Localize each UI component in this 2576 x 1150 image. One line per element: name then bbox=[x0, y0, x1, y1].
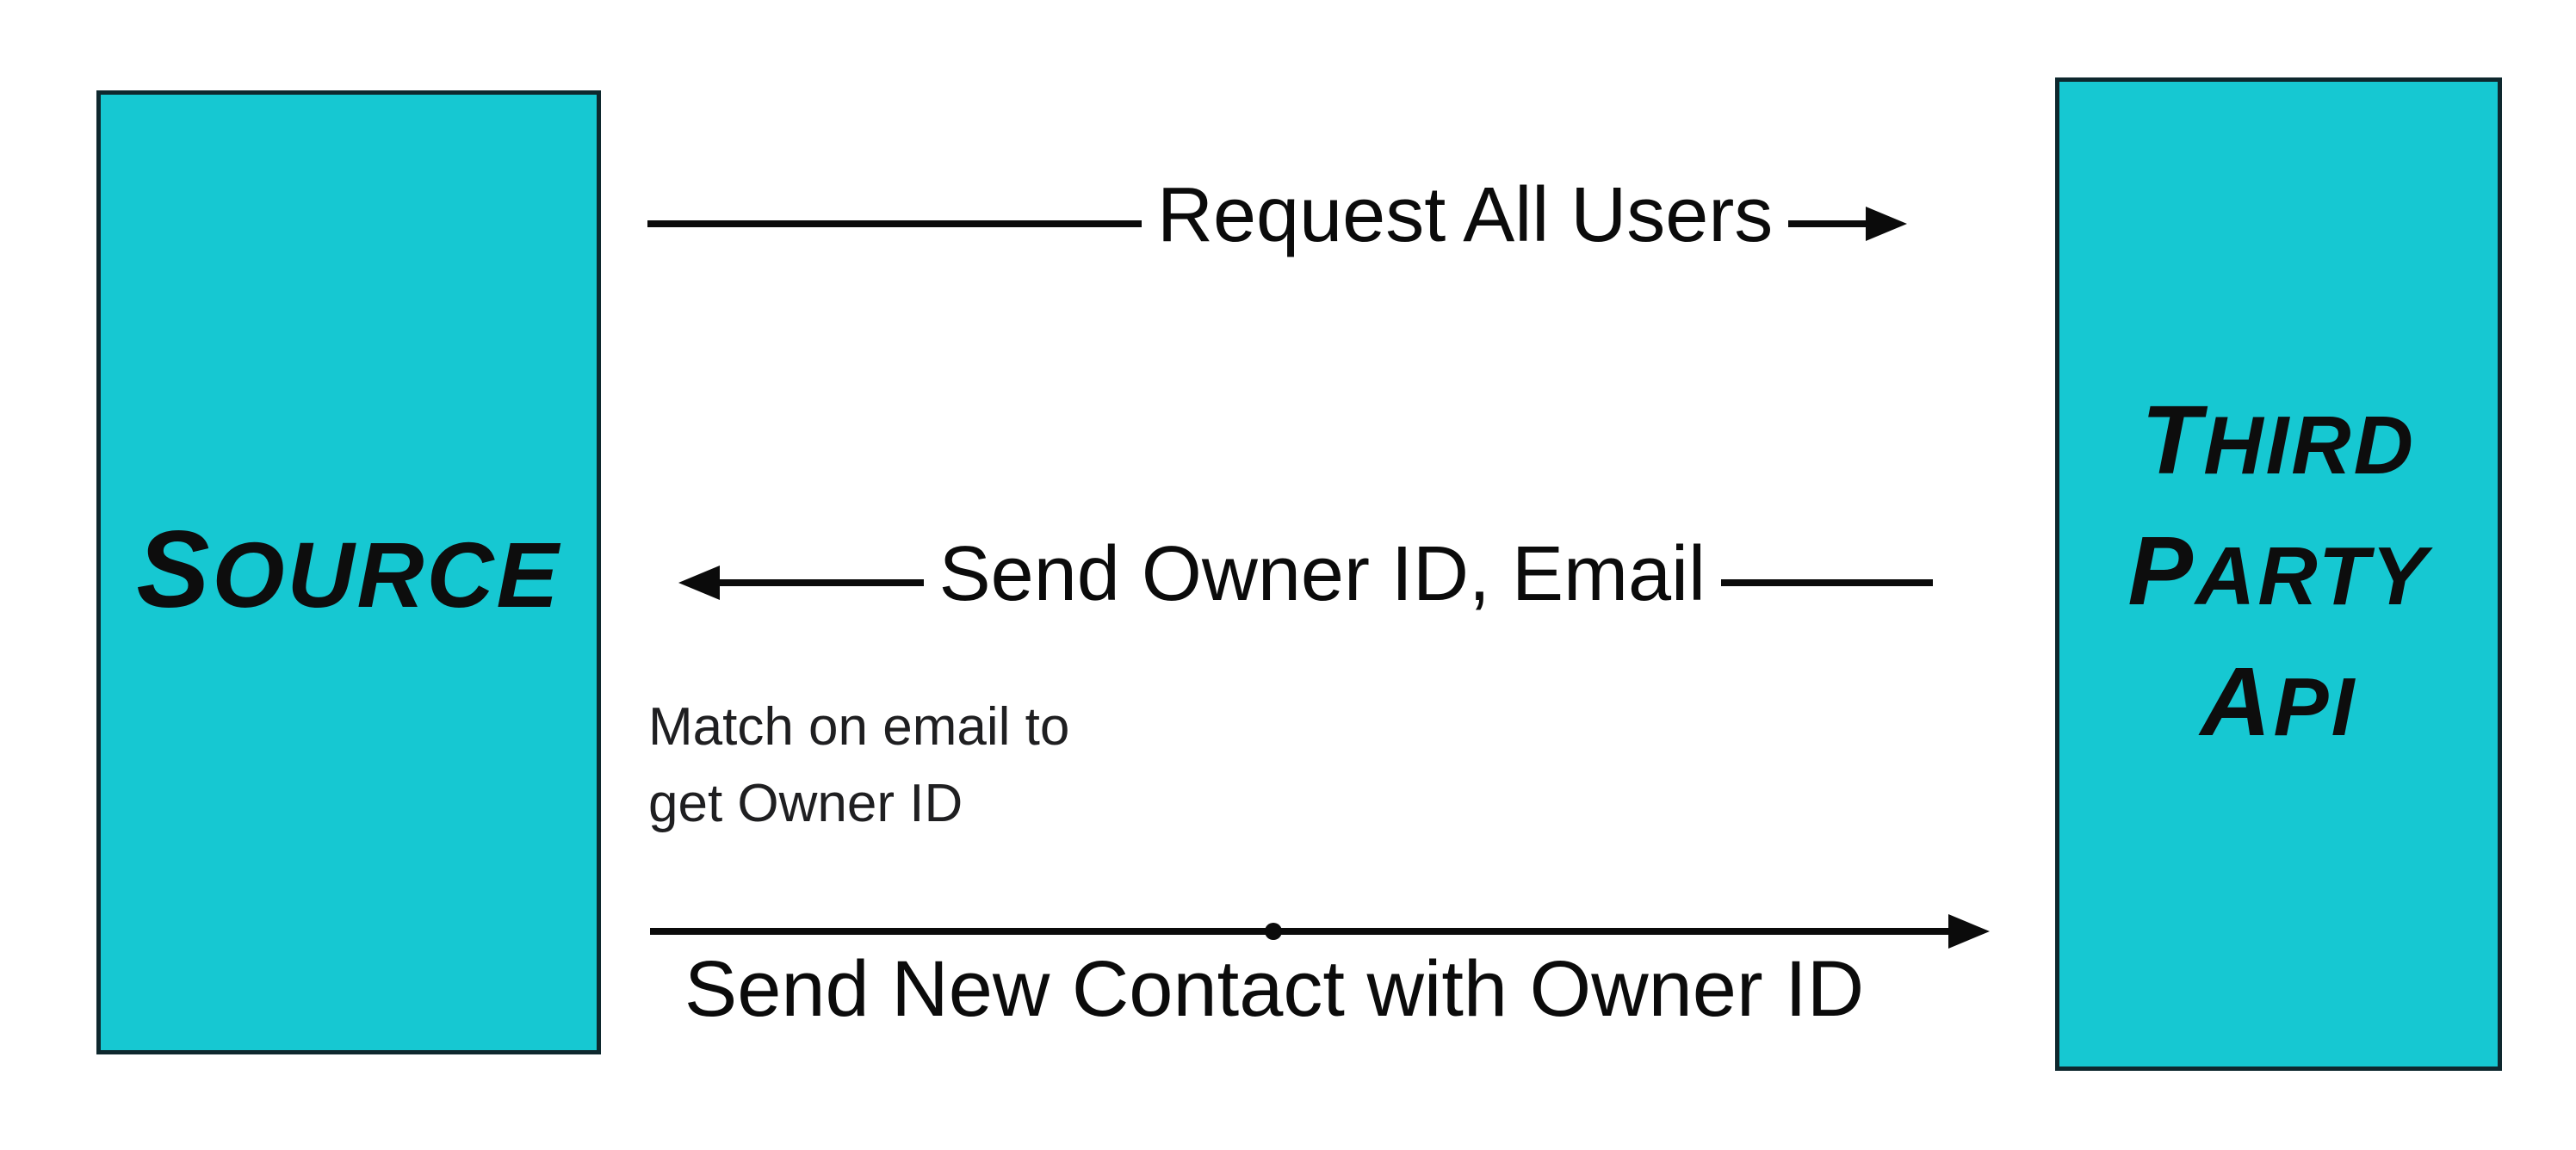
node-api-label-line-1: THIRD bbox=[2141, 386, 2416, 495]
arrow-line bbox=[650, 923, 1948, 940]
message-send-owner-id-email: Send Owner ID, Email bbox=[678, 531, 1933, 626]
message-label-request-all-users: Request All Users bbox=[1157, 171, 1774, 258]
node-api-label-line-3: API bbox=[2200, 647, 2357, 757]
note-line-2: get Owner ID bbox=[648, 774, 963, 833]
note-line-1: Match on email to bbox=[648, 697, 1070, 757]
node-api-label-block: THIRD PARTY API bbox=[2127, 378, 2429, 770]
arrow-line bbox=[1788, 220, 1866, 227]
arrowhead-right-icon bbox=[1866, 207, 1907, 241]
arrow-line bbox=[720, 579, 924, 586]
node-third-party-api: THIRD PARTY API bbox=[2055, 77, 2502, 1071]
node-source-label-block: SOURCE bbox=[136, 518, 560, 627]
node-source-label: SOURCE bbox=[136, 509, 561, 631]
note-match-on-email: Match on email to get Owner ID bbox=[648, 689, 1069, 842]
node-source: SOURCE bbox=[96, 90, 601, 1054]
arrow-line bbox=[647, 220, 1142, 227]
message-request-all-users: Request All Users bbox=[647, 172, 1907, 267]
arrow-line bbox=[1721, 579, 1933, 586]
message-send-new-contact bbox=[650, 888, 1990, 974]
node-api-label-line-2: PARTY bbox=[2127, 516, 2430, 626]
message-label-send-owner-id-email: Send Owner ID, Email bbox=[938, 530, 1706, 617]
line-dot-icon bbox=[1265, 923, 1282, 940]
arrowhead-right-icon bbox=[1948, 914, 1990, 949]
message-label-send-new-contact: Send New Contact with Owner ID bbox=[684, 945, 1865, 1033]
arrowhead-left-icon bbox=[678, 566, 720, 600]
